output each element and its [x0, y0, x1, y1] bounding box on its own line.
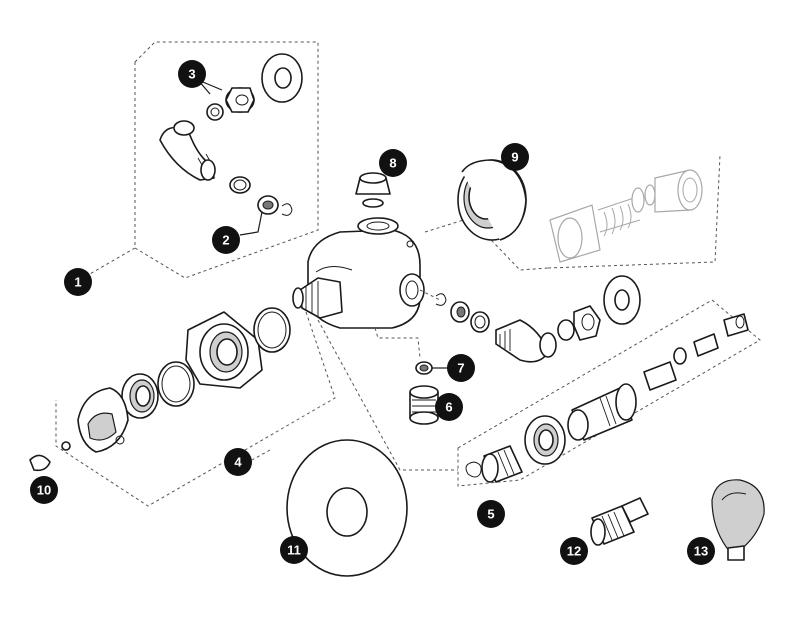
svg-text:9: 9 — [511, 150, 518, 165]
callout-6: 6 — [435, 393, 463, 421]
right-nut-and-olive — [557, 305, 601, 341]
o-ring-large-left — [253, 307, 291, 353]
elbow-pipe-right — [495, 319, 557, 363]
ghost-cartridge-assembly — [549, 169, 703, 263]
group-1-leader — [87, 247, 136, 276]
callout-13: 13 — [687, 537, 715, 565]
part-3-nut-and-olive — [206, 87, 255, 121]
group-5-nut — [524, 415, 566, 465]
svg-text:12: 12 — [567, 544, 581, 559]
o-ring-middle-left — [157, 361, 195, 407]
callout-4: 4 — [224, 448, 252, 476]
part-11-cover-plate — [286, 439, 408, 577]
shroud-nut-large — [185, 311, 263, 389]
group-5-threaded-connector — [481, 445, 523, 483]
part-2-leader — [239, 211, 263, 236]
body-to-group-5-dash — [317, 319, 458, 471]
svg-text:13: 13 — [694, 544, 708, 559]
part-9-temperature-shroud — [457, 159, 527, 241]
group-5-circlip — [465, 461, 482, 478]
part-2-check-valve — [257, 195, 293, 216]
callout-10: 10 — [30, 476, 58, 504]
svg-text:1: 1 — [74, 275, 81, 290]
callout-3: 3 — [178, 60, 206, 88]
group-5-cartridge-tube — [567, 383, 637, 441]
svg-text:11: 11 — [287, 543, 301, 558]
callout-11: 11 — [280, 536, 308, 564]
svg-text:3: 3 — [188, 67, 195, 82]
svg-text:6: 6 — [445, 400, 452, 415]
svg-text:4: 4 — [234, 455, 242, 470]
part-13-knob — [711, 479, 765, 561]
part-6-outlet-adapter — [409, 385, 439, 425]
part-8-blanking-plug — [355, 172, 391, 208]
callout-12: 12 — [560, 537, 588, 565]
callout-7: 7 — [447, 354, 475, 382]
part-9-dashed-outline — [424, 154, 721, 271]
body-to-right-dash — [419, 289, 441, 301]
right-check-valve-and-clip — [435, 293, 490, 333]
part-4-leader — [251, 449, 271, 461]
callout-8: 8 — [379, 149, 407, 177]
svg-text:7: 7 — [457, 361, 464, 376]
callout-9: 9 — [501, 143, 529, 171]
body-to-6-dash — [374, 327, 421, 359]
o-ring-top — [229, 176, 251, 194]
part-7-washer-seat — [415, 361, 433, 375]
flange-washer-right — [603, 275, 641, 325]
svg-text:2: 2 — [222, 233, 229, 248]
handle-adapter-ring — [121, 373, 159, 419]
callout-5: 5 — [477, 500, 505, 528]
part-10-screw-cap — [29, 454, 51, 472]
svg-text:5: 5 — [487, 507, 494, 522]
group-5-dashed-outline — [457, 299, 761, 487]
left-group-dashed-outline — [55, 311, 336, 507]
control-handle — [61, 387, 129, 453]
svg-text:8: 8 — [389, 156, 396, 171]
valve-cartridge-spindle — [292, 277, 343, 319]
group-5-spindle — [643, 313, 749, 391]
svg-text:10: 10 — [37, 483, 51, 498]
callout-1: 1 — [64, 268, 92, 296]
part-12-threaded-adapter — [590, 497, 649, 546]
elbow-pipe-top — [159, 120, 216, 181]
flange-washer-top — [261, 53, 303, 103]
callout-2: 2 — [212, 226, 240, 254]
